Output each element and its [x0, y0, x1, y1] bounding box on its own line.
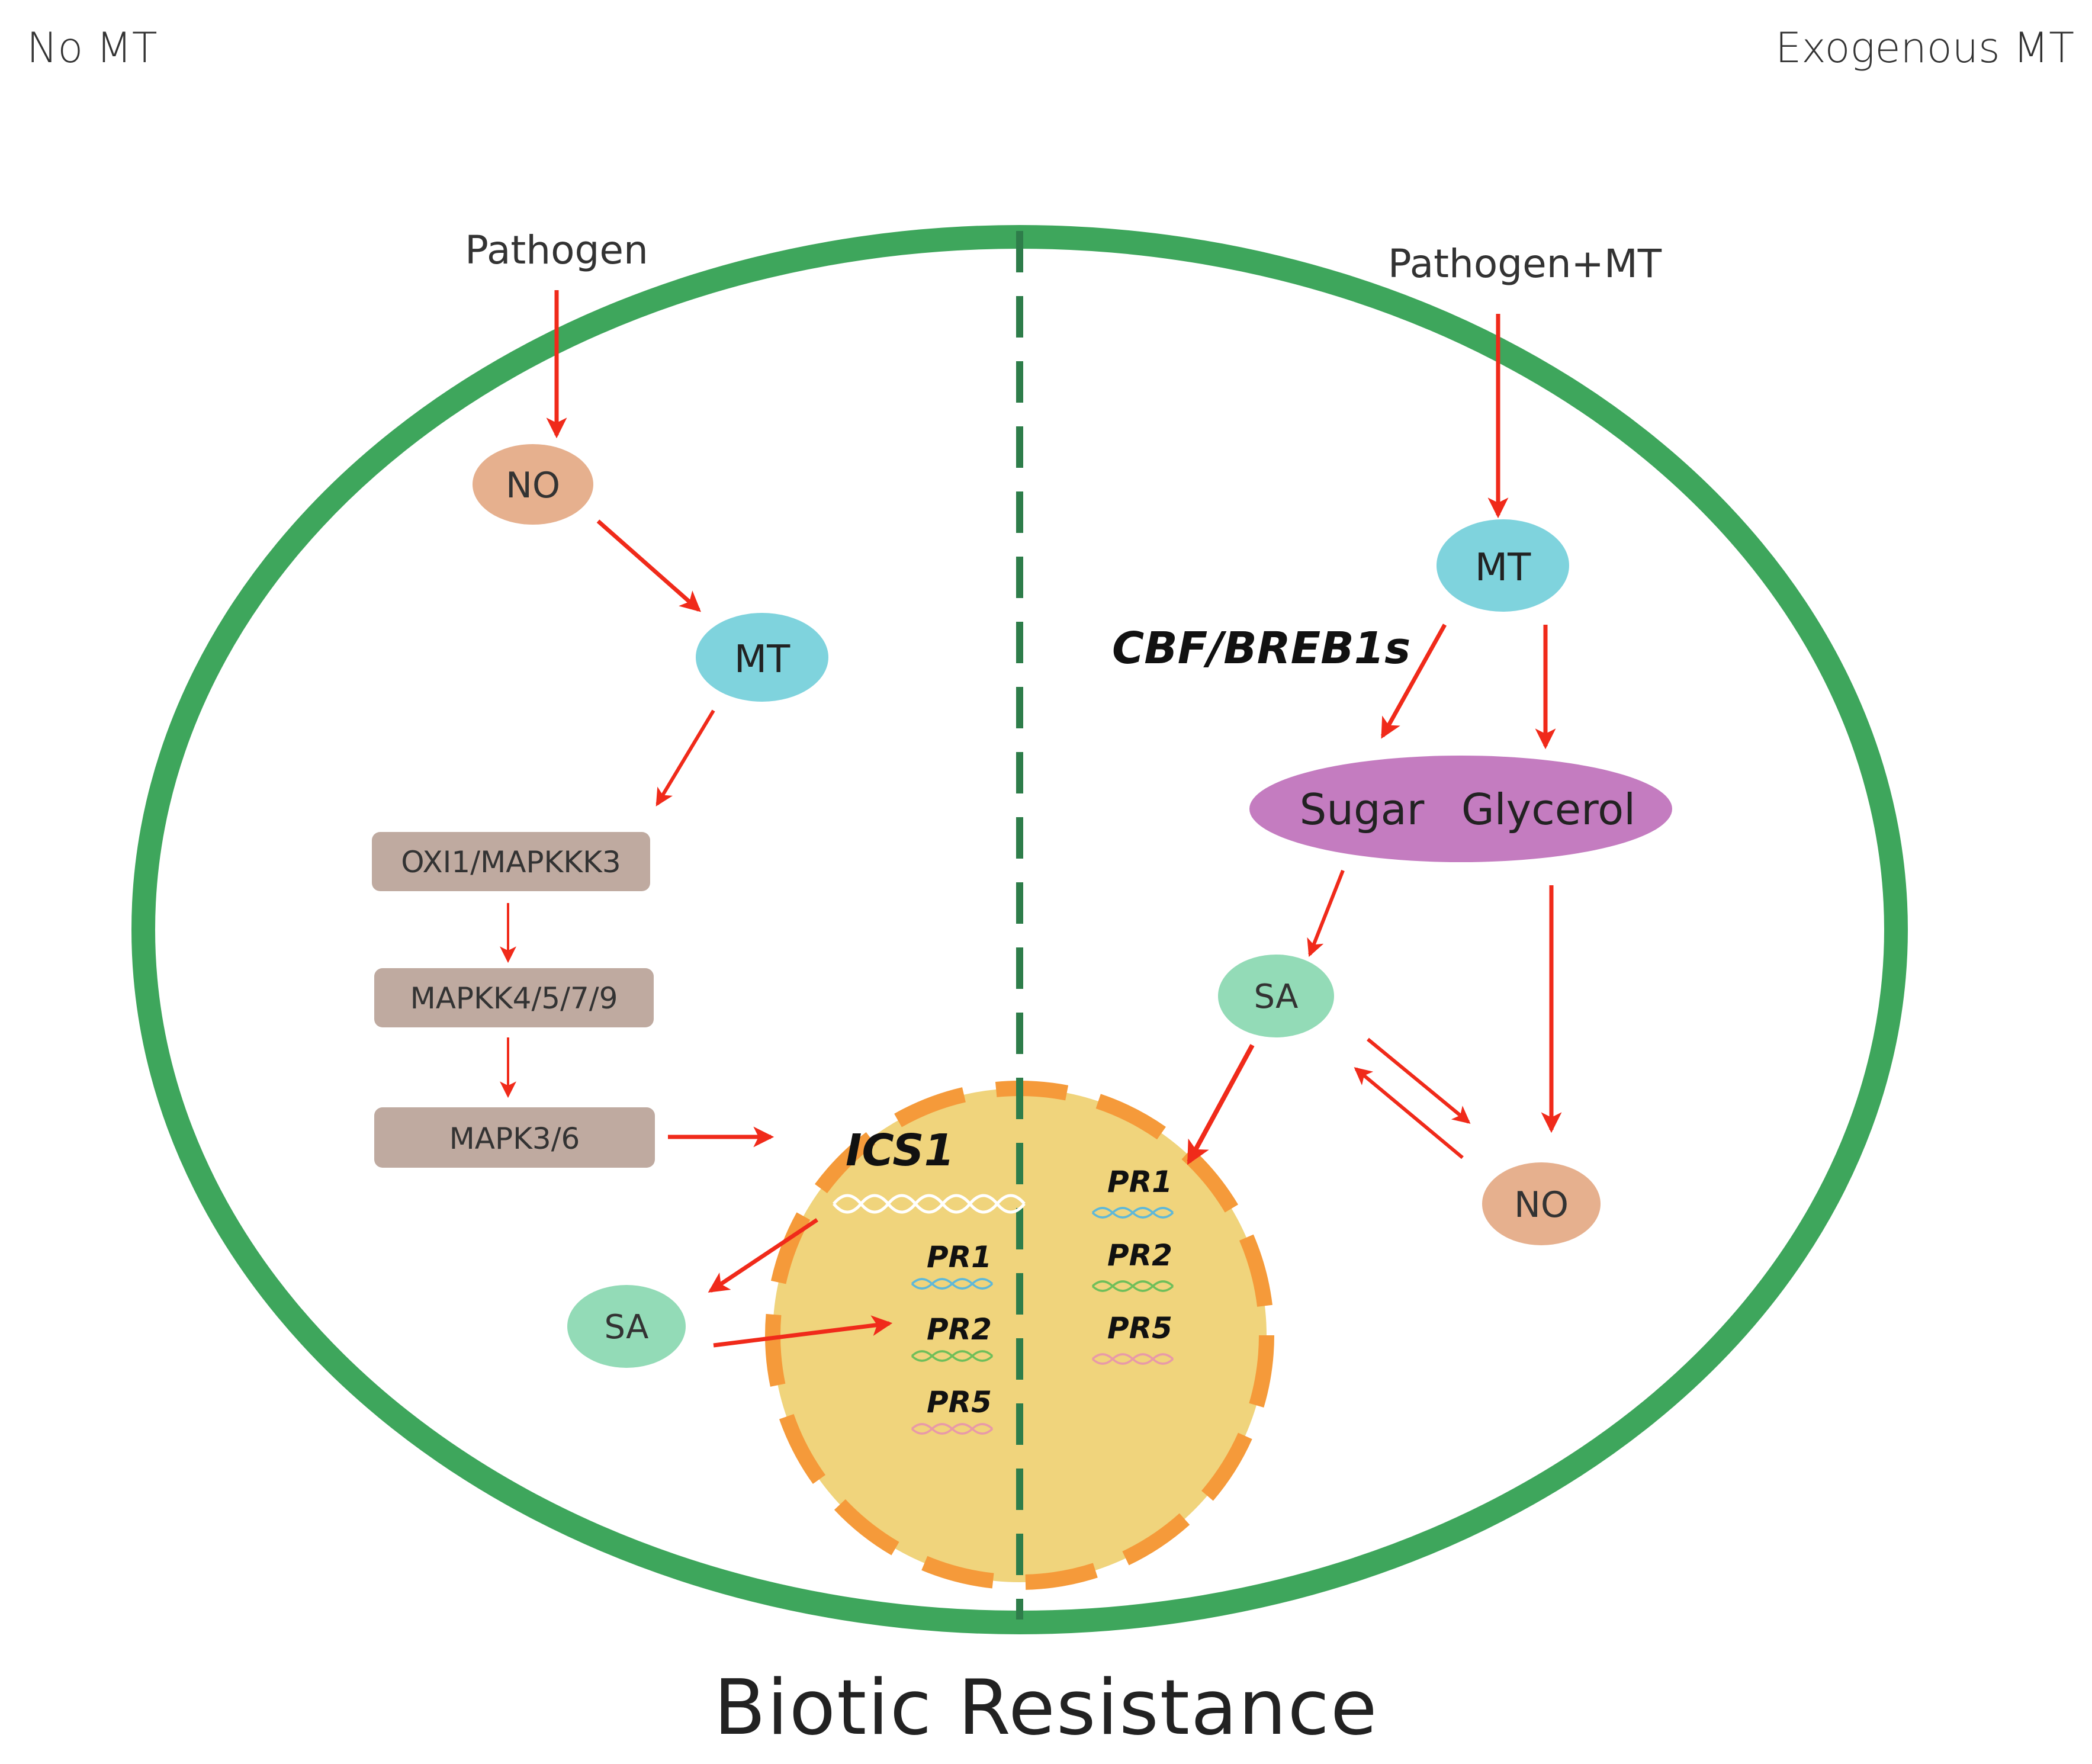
- mt-node-right-label: MT: [1475, 546, 1531, 590]
- pr1-dna-icon-right: [1091, 1207, 1174, 1219]
- pr1-label-left: PR1: [927, 1240, 992, 1274]
- arrow-sa-to-pr2-left: [713, 1315, 893, 1348]
- pr5-dna-icon-right: [1091, 1353, 1174, 1365]
- ics1-gene-label: ICS1: [846, 1125, 955, 1176]
- no-node-left-label: NO: [506, 465, 560, 506]
- arrow-mt-to-oxi1: [655, 709, 715, 807]
- arrow-sa-to-no-right: [1367, 1037, 1471, 1124]
- pr5-label-right: PR5: [1107, 1311, 1172, 1345]
- mt-node-left: [696, 613, 828, 702]
- pathogen-label-left: Pathogen: [465, 227, 648, 273]
- no-node-right-label: NO: [1514, 1184, 1569, 1226]
- no-node-left: [473, 444, 593, 525]
- cbf-breb1s-label: CBF/BREB1s: [1112, 623, 1410, 674]
- cascade-box-oxi1: [372, 832, 650, 891]
- sa-node-left-label: SA: [605, 1308, 649, 1347]
- pr5-dna-icon-left: [911, 1423, 994, 1435]
- arrow-no-to-sa-right: [1354, 1067, 1464, 1159]
- exogenous-mt-label: Exogenous MT: [1775, 24, 2074, 72]
- arrow-sugar-to-sa: [1307, 869, 1345, 957]
- ics1-dna-icon: [833, 1194, 1026, 1214]
- pr2-dna-icon-left: [911, 1350, 994, 1362]
- arrow-sa-to-pr1-right: [1187, 1044, 1255, 1165]
- cascade-box-mapkk: [374, 968, 654, 1027]
- sugar-glycerol-node: [1249, 756, 1672, 862]
- mt-node-left-label: MT: [734, 638, 790, 682]
- pathogen-mt-label: Pathogen+MT: [1388, 241, 1662, 287]
- sa-node-right: [1218, 955, 1334, 1037]
- biotic-resistance-title: Biotic Resistance: [714, 1664, 1378, 1752]
- glycerol-label: Glycerol: [1461, 785, 1635, 834]
- mt-node-right: [1437, 519, 1569, 612]
- sa-node-left: [567, 1285, 686, 1368]
- sa-node-right-label: SA: [1254, 978, 1299, 1016]
- pr1-label-right: PR1: [1107, 1165, 1172, 1199]
- no-mt-label: No MT: [27, 24, 158, 72]
- pr2-dna-icon-right: [1091, 1280, 1174, 1292]
- pr5-label-left: PR5: [927, 1385, 992, 1419]
- cascade-box-mapk: [374, 1107, 655, 1168]
- pr1-dna-icon-left: [911, 1278, 994, 1290]
- no-node-right: [1482, 1162, 1601, 1245]
- sugar-label: Sugar: [1300, 785, 1425, 834]
- arrow-mt-to-sugar: [1380, 624, 1447, 739]
- pr2-label-right: PR2: [1107, 1238, 1172, 1273]
- cascade-label-mapk: MAPK3/6: [449, 1122, 580, 1156]
- cascade-label-oxi1: OXI1/MAPKKK3: [401, 845, 621, 879]
- arrow-ics1-to-sa-left: [708, 1218, 818, 1293]
- arrow-no-to-mt-left: [596, 519, 701, 612]
- cascade-label-mapkk: MAPKK4/5/7/9: [410, 981, 618, 1016]
- pr2-label-left: PR2: [927, 1312, 992, 1347]
